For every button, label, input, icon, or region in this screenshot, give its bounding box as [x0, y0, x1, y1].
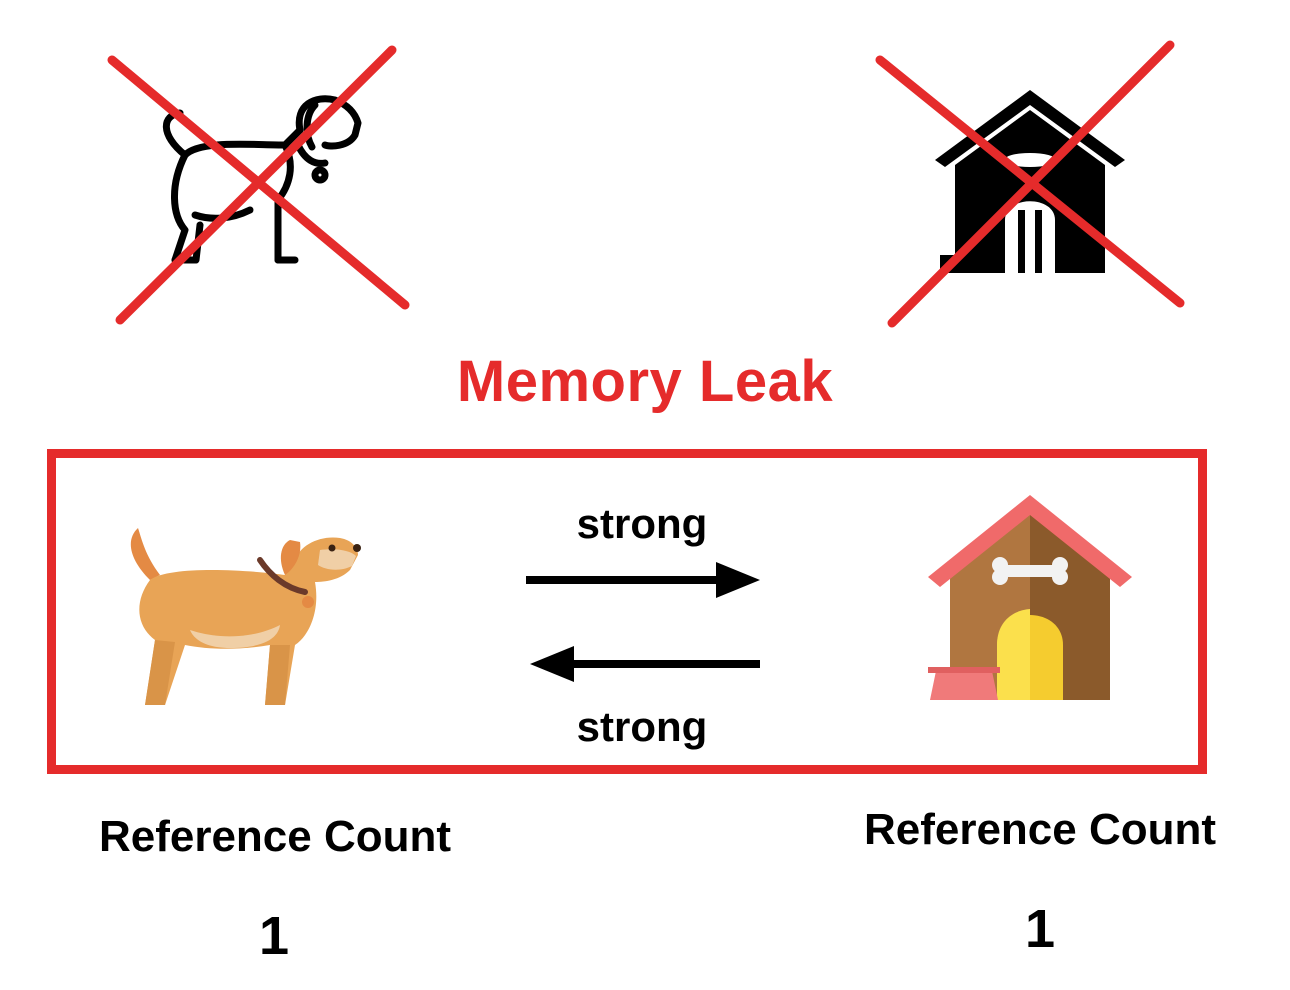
- strong-label-top: strong: [576, 500, 708, 547]
- strong-label-bottom: strong: [576, 703, 708, 750]
- dog-icon: [130, 528, 361, 705]
- deleted-dog-figure: [107, 45, 410, 325]
- doghouse-reference-count-label: Reference Count: [863, 805, 1217, 854]
- dog-reference-count-label: Reference Count: [98, 812, 452, 861]
- doghouse-icon: [928, 495, 1132, 700]
- strong-reference-arrow-right: [526, 562, 760, 598]
- retain-cycle-box: [47, 449, 1207, 774]
- doghouse-reference-count-value: 1: [1024, 899, 1056, 959]
- page-title: Memory Leak: [456, 349, 834, 414]
- deleted-doghouse-figure: [875, 40, 1185, 328]
- dog-reference-count-value: 1: [258, 906, 290, 966]
- strong-reference-arrow-left: [530, 646, 760, 682]
